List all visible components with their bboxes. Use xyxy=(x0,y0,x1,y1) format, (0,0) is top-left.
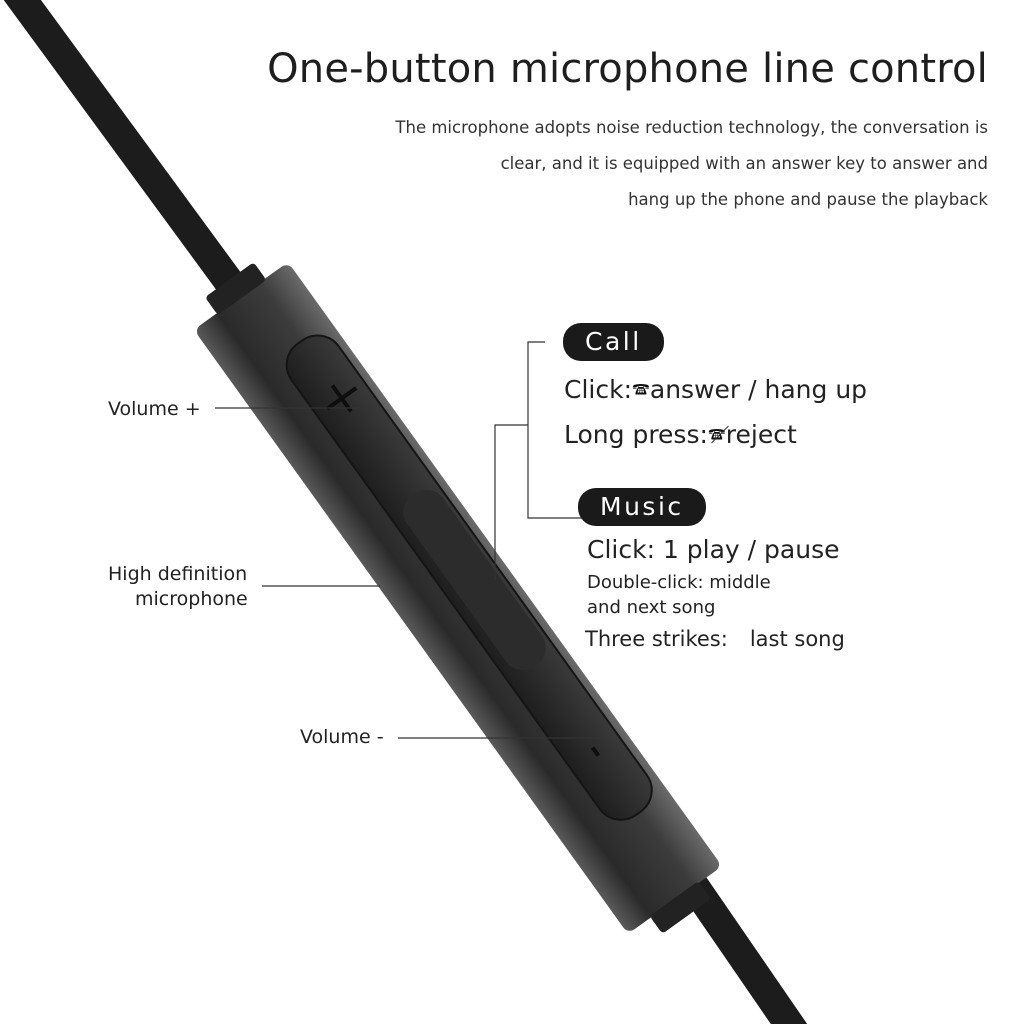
microphone-label-line-1: High definition xyxy=(108,563,248,585)
volume-up-label: Volume + xyxy=(108,398,201,420)
description-line-1: The microphone adopts noise reduction te… xyxy=(395,118,988,137)
call-click-row: Click:🕿answer / hang up xyxy=(564,375,867,405)
minus-icon xyxy=(590,746,601,757)
microphone-label-line-2: microphone xyxy=(135,588,248,610)
call-click-prefix: Click: xyxy=(564,375,632,404)
call-long-press-row: Long press:🕿reject xyxy=(564,420,797,450)
cable-top xyxy=(3,0,248,299)
music-double-click-line-1: Double-click: middle xyxy=(587,572,771,593)
description-line-2: clear, and it is equipped with an answer… xyxy=(500,154,988,173)
music-badge: Music xyxy=(578,488,706,526)
music-double-click-line-2: and next song xyxy=(587,597,716,618)
plus-icon xyxy=(325,384,358,413)
phone-reject-icon: 🕿 xyxy=(708,420,729,450)
phone-icon: 🕿 xyxy=(632,375,650,404)
music-three-strikes-row: Three strikes: last song xyxy=(585,627,845,651)
music-three-strikes-prefix: Three strikes: xyxy=(585,627,728,651)
music-three-strikes-action: last song xyxy=(749,627,845,651)
call-long-press-action: reject xyxy=(725,420,797,449)
cable-bottom xyxy=(677,871,808,1024)
page-title: One-button microphone line control xyxy=(267,46,988,92)
description-line-3: hang up the phone and pause the playback xyxy=(628,190,988,209)
leader-lines xyxy=(215,341,600,739)
call-long-press-prefix: Long press: xyxy=(564,420,708,449)
volume-down-label: Volume - xyxy=(300,726,384,748)
call-badge: Call xyxy=(563,323,664,361)
call-click-action: answer / hang up xyxy=(649,375,868,404)
music-click: Click: 1 play / pause xyxy=(587,535,840,564)
